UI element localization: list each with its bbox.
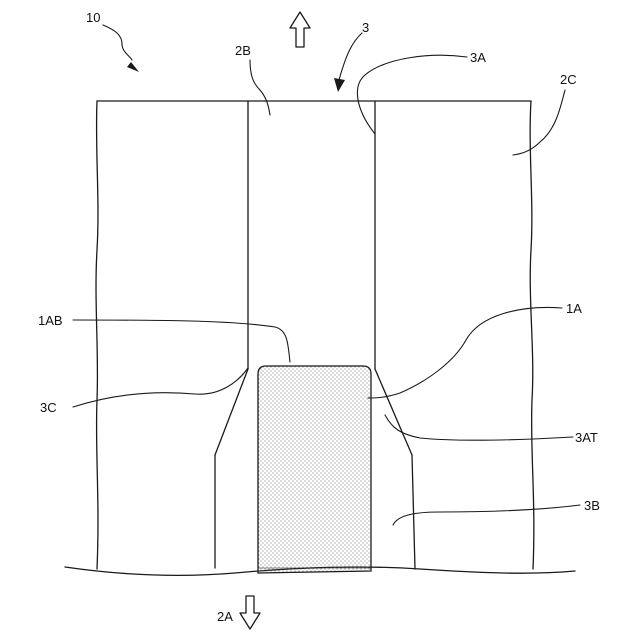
left-wavy-edge <box>96 101 98 569</box>
label-2A: 2A <box>217 609 233 624</box>
inserted-member <box>258 366 371 573</box>
leader-3C <box>73 368 248 407</box>
leader-2B <box>250 60 270 115</box>
taper-left <box>215 369 248 455</box>
right-wavy-edge <box>530 101 534 569</box>
leader-1AB <box>73 320 290 362</box>
label-3: 3 <box>362 20 369 35</box>
label-1AB: 1AB <box>38 313 63 328</box>
hollow-down-arrow-icon <box>240 596 260 629</box>
label-3B: 3B <box>584 498 600 513</box>
label-2B: 2B <box>235 43 251 58</box>
leader-3 <box>339 33 362 80</box>
taper-right <box>375 369 412 455</box>
label-1A: 1A <box>566 301 582 316</box>
lower-bore-right <box>412 455 415 569</box>
label-2C: 2C <box>560 72 577 87</box>
leader-3A <box>357 55 467 134</box>
hollow-up-arrow-icon <box>290 12 310 47</box>
label-3AT: 3AT <box>575 430 598 445</box>
arrow-10-head <box>127 62 139 72</box>
leader-3B <box>393 505 580 525</box>
label-3A: 3A <box>470 50 486 65</box>
label-10: 10 <box>86 10 100 25</box>
leader-3AT <box>385 415 573 440</box>
arrow-3-head <box>334 78 345 92</box>
leader-10 <box>103 25 132 60</box>
label-3C: 3C <box>40 400 57 415</box>
leader-2C <box>513 90 565 155</box>
